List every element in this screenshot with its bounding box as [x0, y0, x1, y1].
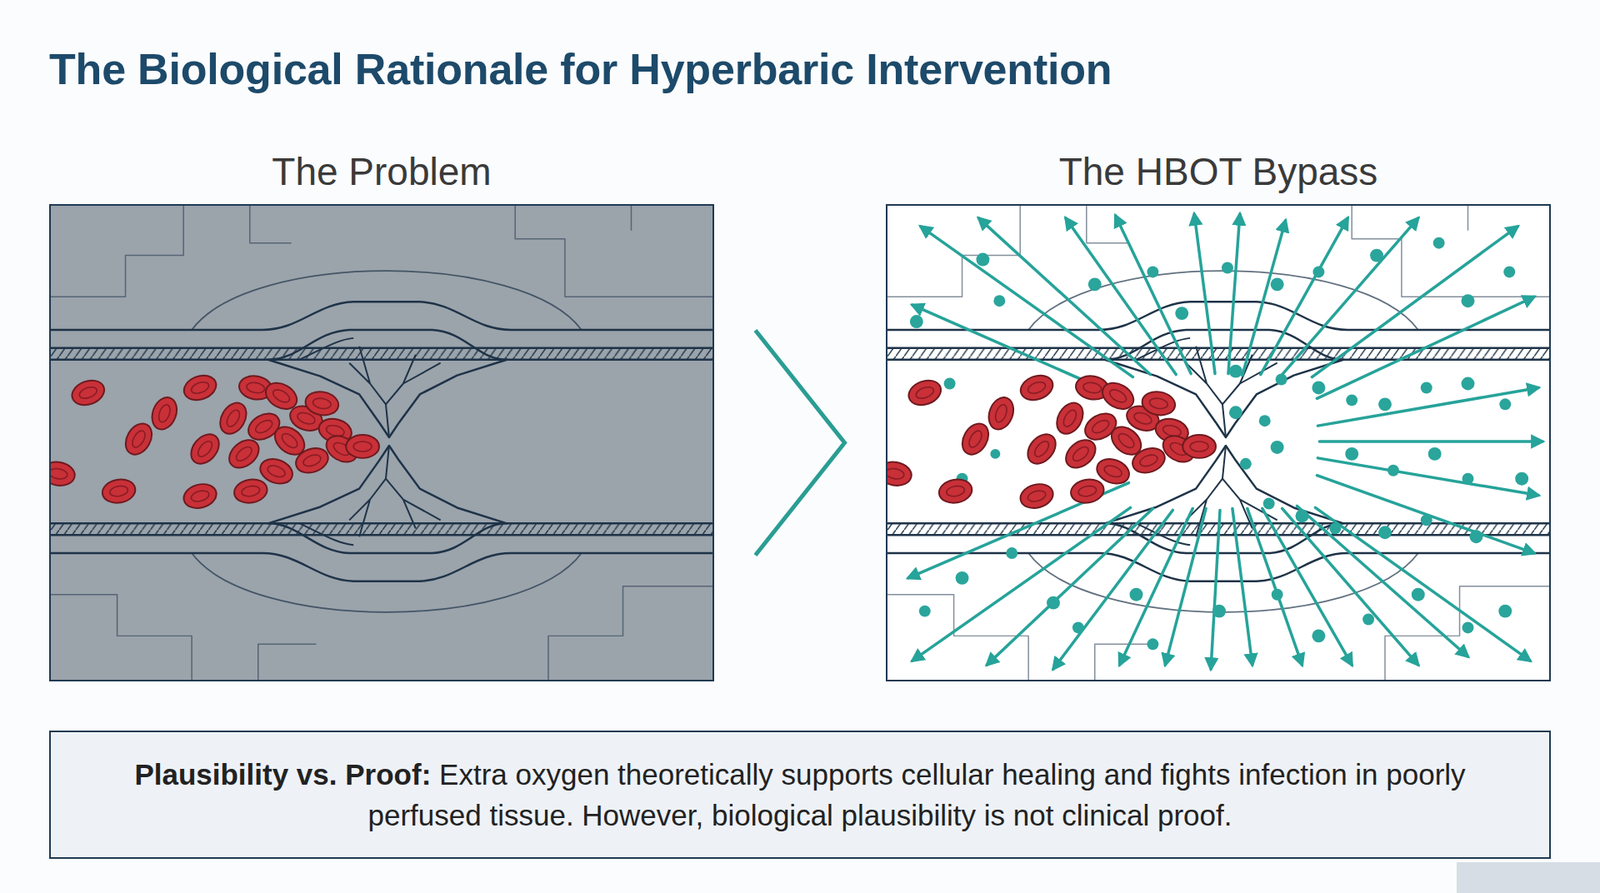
note-body: Extra oxygen theoretically supports cell…: [368, 758, 1466, 832]
note-paragraph: Plausibility vs. Proof:Extra oxygen theo…: [79, 754, 1521, 836]
note-box: Plausibility vs. Proof:Extra oxygen theo…: [49, 730, 1551, 860]
chevron-head: [755, 330, 845, 556]
panel-heading: The Problem: [49, 140, 715, 205]
oxygen-dots: [910, 237, 1529, 651]
oxygen-bypass-illustration: [887, 205, 1550, 680]
chevron-connector: [714, 330, 886, 556]
corner-tab: [1456, 862, 1600, 893]
slide-title: The Biological Rationale for Hyperbaric …: [49, 40, 1112, 99]
blocked-vessel-illustration: [50, 205, 713, 680]
red-blood-cells: [50, 371, 380, 513]
panel-frame: [885, 204, 1551, 682]
red-blood-cells: [887, 371, 1216, 513]
oxygen-arrows: [908, 214, 1543, 670]
connector-line: [714, 441, 886, 445]
panel-frame: [49, 204, 715, 682]
note-lead: Plausibility vs. Proof:: [134, 758, 431, 791]
illustration-panel: The Problem: [49, 140, 715, 682]
illustration-panel: The HBOT Bypass: [885, 140, 1551, 682]
panel-heading: The HBOT Bypass: [885, 140, 1551, 205]
